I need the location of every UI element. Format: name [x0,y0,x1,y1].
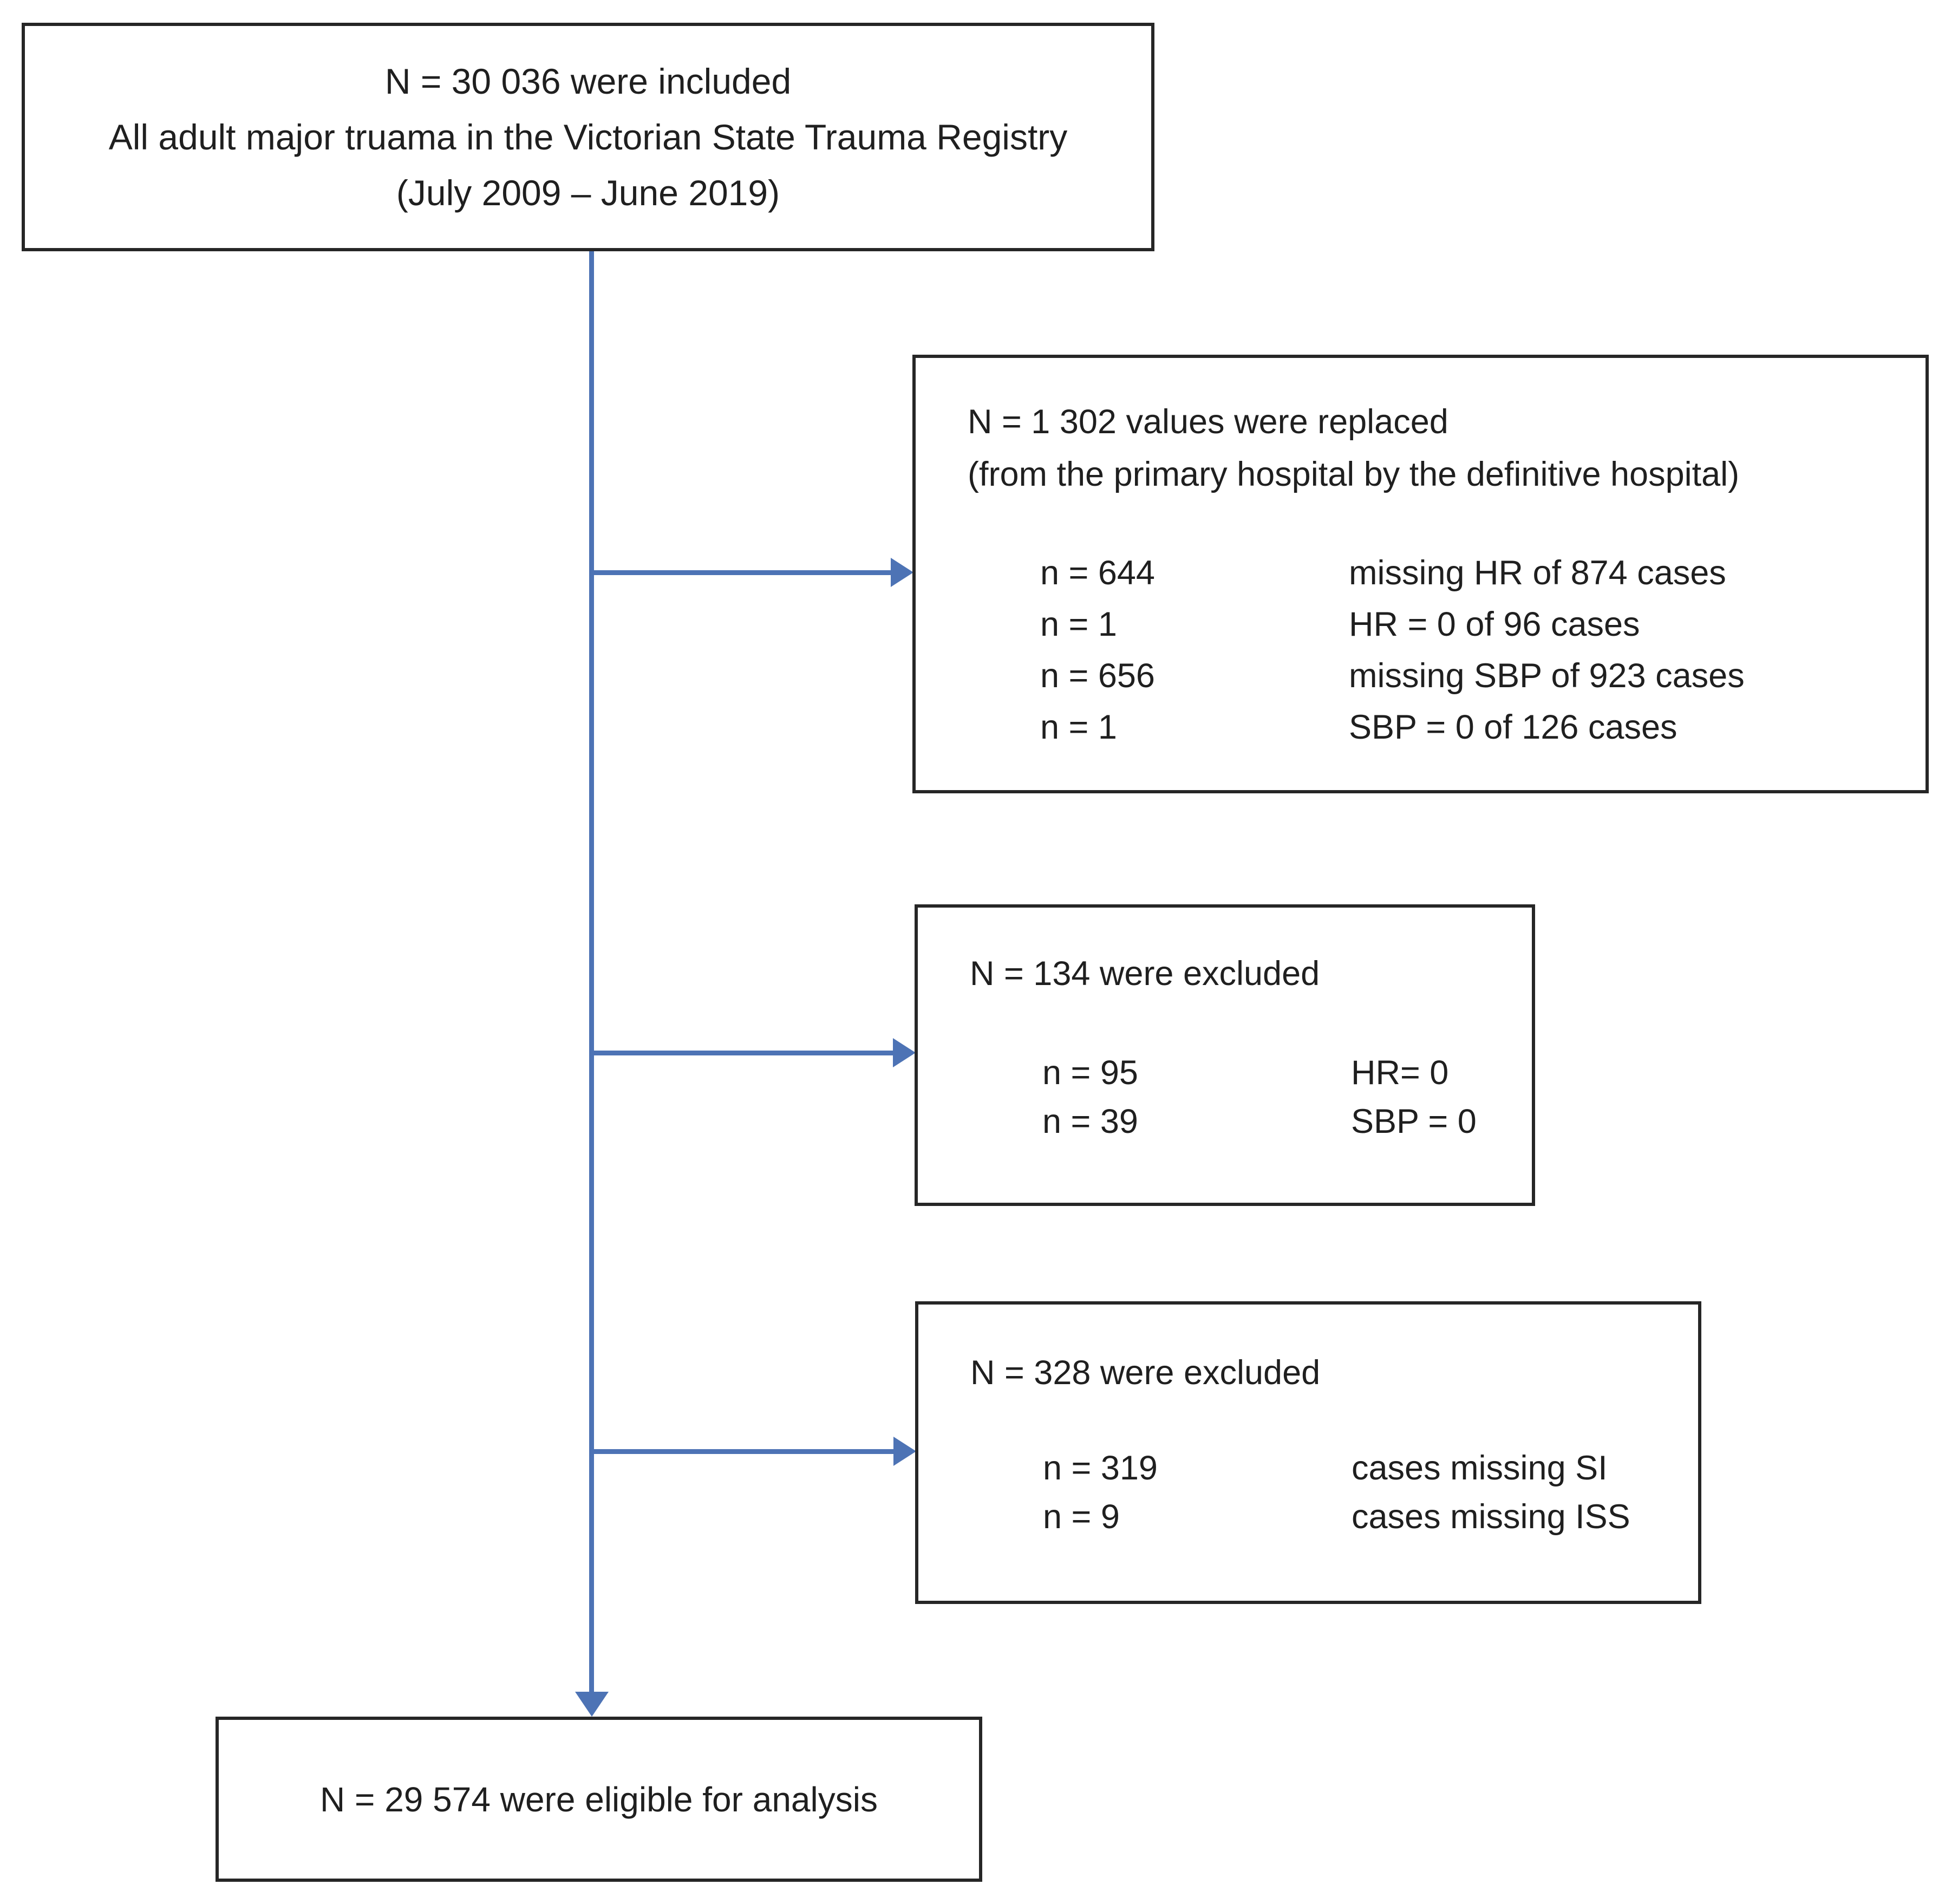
connector-branch-excluded-zero [591,1051,894,1055]
node-eligible: N = 29 574 were eligible for analysis [216,1717,982,1882]
row-n-value: n = 9 [1043,1498,1120,1536]
row-n-value: n = 656 [1040,657,1155,695]
node-included-line-1: N = 30 036 were included [384,61,792,101]
row-n-value: n = 1 [1040,708,1117,746]
connector-main-vertical [589,251,594,1693]
row-n-value: n = 644 [1040,554,1155,592]
row-n-value: n = 95 [1042,1054,1138,1092]
detail-row: n = 39 SBP = 0 [1042,1104,1516,1139]
detail-rows: n = 95 HR= 0 n = 39 SBP = 0 [1042,1055,1516,1139]
node-title: N = 134 were excluded [970,955,1320,993]
connector-branch-replaced [591,570,892,575]
node-eligible-text: N = 29 574 were eligible for analysis [320,1779,878,1819]
node-values-replaced: N = 1 302 values were replaced (from the… [912,355,1929,793]
node-excluded-zero: N = 134 were excluded n = 95 HR= 0 n = 3… [915,904,1535,1206]
node-included: N = 30 036 were included All adult major… [22,23,1154,251]
row-description: missing SBP of 923 cases [1349,657,1745,695]
row-description: cases missing ISS [1352,1498,1630,1536]
row-n-value: n = 39 [1042,1103,1138,1140]
node-title: N = 328 were excluded [970,1354,1321,1392]
node-excluded-missing: N = 328 were excluded n = 319 cases miss… [915,1301,1701,1604]
detail-rows: n = 644 missing HR of 874 cases n = 1 HR… [1040,555,1898,745]
detail-row: n = 1 HR = 0 of 96 cases [1040,607,1898,642]
row-n-value: n = 1 [1040,605,1117,643]
detail-row: n = 319 cases missing SI [1043,1450,1682,1486]
row-description: HR= 0 [1351,1054,1449,1092]
row-description: missing HR of 874 cases [1349,554,1726,592]
detail-row: n = 95 HR= 0 [1042,1055,1516,1091]
detail-row: n = 9 cases missing ISS [1043,1499,1682,1535]
down-arrowhead-icon [575,1692,609,1717]
row-n-value: n = 319 [1043,1449,1158,1487]
node-title-line-2: (from the primary hospital by the defini… [968,455,1740,493]
node-title: N = 1 302 values were replaced (from the… [968,396,1898,501]
right-arrowhead-icon [891,558,913,587]
node-included-line-2: All adult major truama in the Victorian … [108,117,1068,157]
detail-row: n = 1 SBP = 0 of 126 cases [1040,709,1898,745]
detail-row: n = 656 missing SBP of 923 cases [1040,658,1898,694]
row-description: HR = 0 of 96 cases [1349,605,1640,643]
right-arrowhead-icon [893,1038,916,1067]
row-description: cases missing SI [1352,1449,1608,1487]
row-description: SBP = 0 [1351,1103,1477,1140]
row-description: SBP = 0 of 126 cases [1349,708,1678,746]
detail-rows: n = 319 cases missing SI n = 9 cases mis… [1043,1450,1682,1535]
node-title-line-1: N = 1 302 values were replaced [968,403,1448,441]
connector-branch-excluded-missing [591,1449,895,1454]
node-included-line-3: (July 2009 – June 2019) [396,173,780,213]
detail-row: n = 644 missing HR of 874 cases [1040,555,1898,591]
right-arrowhead-icon [893,1437,916,1466]
